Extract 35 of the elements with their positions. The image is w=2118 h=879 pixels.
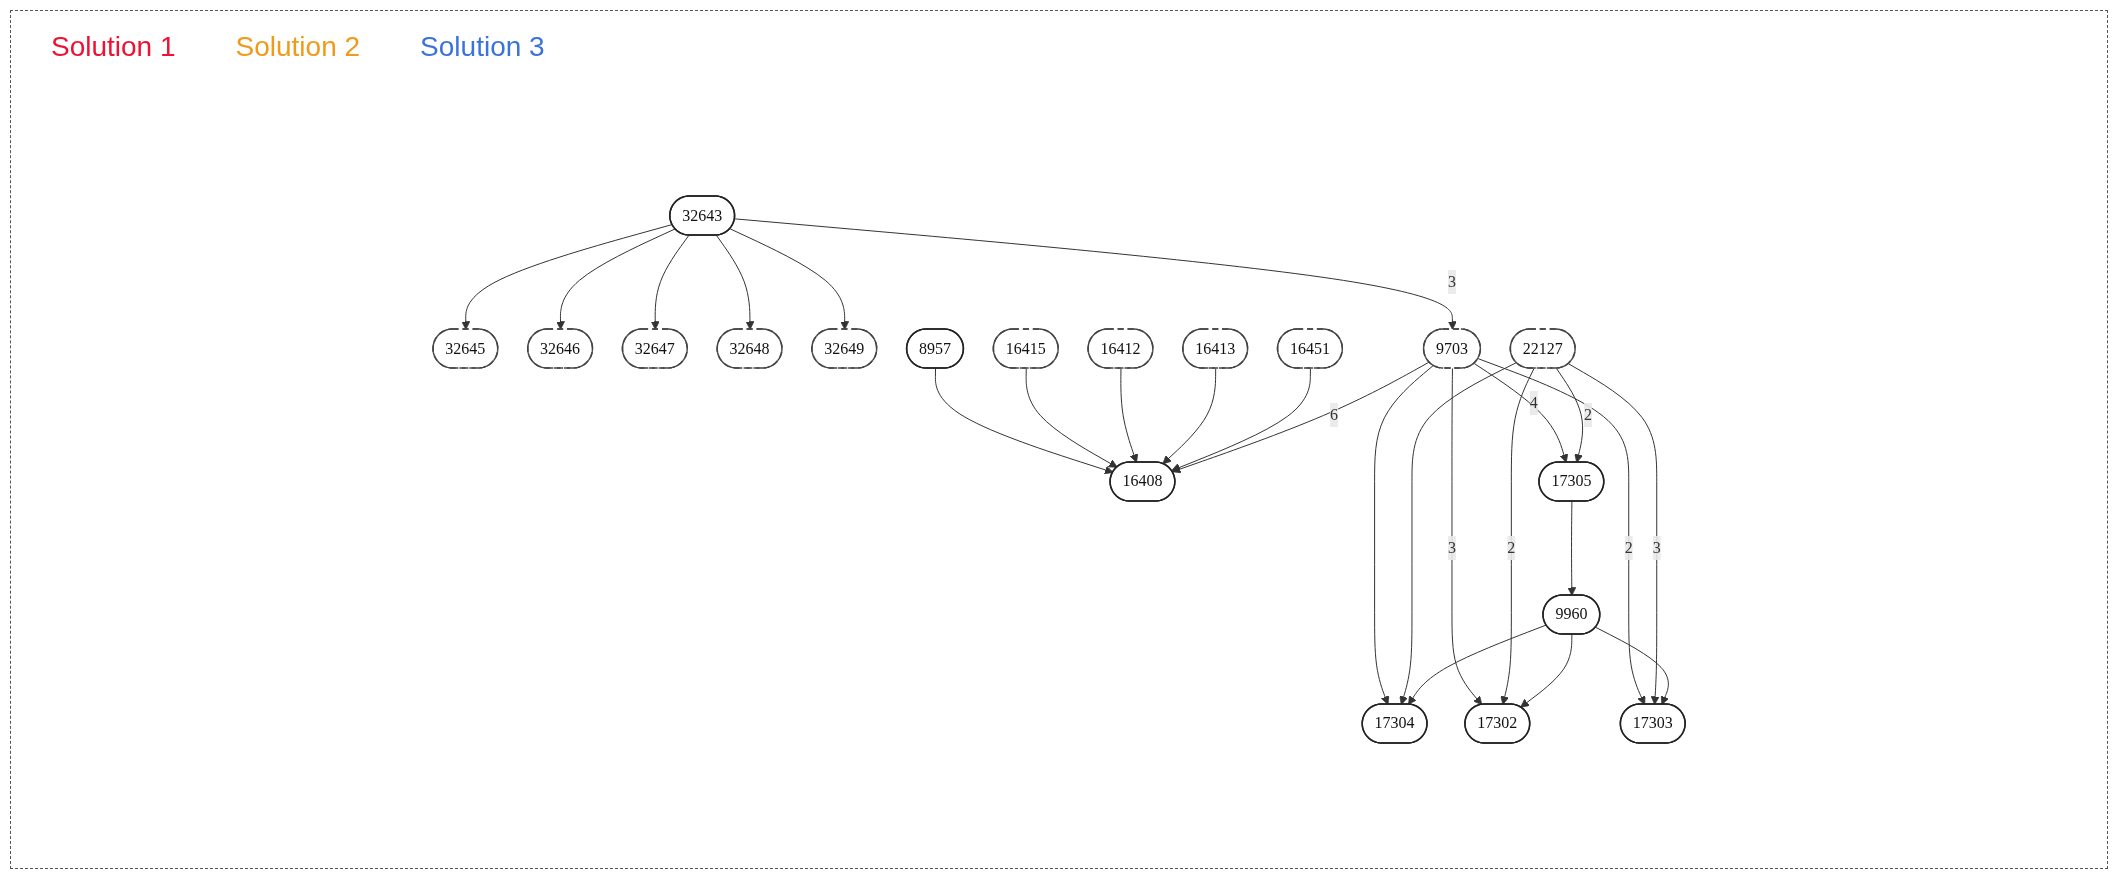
edge-label: 2 bbox=[1507, 539, 1516, 556]
arrow bbox=[1171, 368, 1311, 472]
arrow bbox=[1408, 624, 1547, 705]
arrow bbox=[1374, 365, 1434, 705]
solution-label: Solution 2 bbox=[235, 31, 361, 63]
arrow bbox=[1568, 363, 1660, 705]
arrow bbox=[461, 224, 673, 330]
arrow bbox=[729, 228, 850, 330]
arrow bbox=[1595, 626, 1669, 705]
arrow bbox=[1500, 368, 1535, 705]
arrow bbox=[1473, 363, 1569, 463]
arrow bbox=[934, 368, 1114, 475]
arrow bbox=[1555, 368, 1584, 463]
edge-label: 3 bbox=[1447, 273, 1456, 290]
solution-label: Solution 3 bbox=[420, 31, 545, 63]
arrow bbox=[1162, 368, 1217, 465]
arrow bbox=[650, 234, 690, 330]
arrow bbox=[734, 218, 1457, 330]
arrow bbox=[1520, 634, 1573, 708]
arrow bbox=[1171, 361, 1430, 474]
arrow bbox=[716, 234, 755, 330]
edge-label: 2 bbox=[1624, 539, 1633, 556]
arrow bbox=[1399, 362, 1517, 705]
arrow bbox=[1120, 368, 1139, 463]
edge-label: 6 bbox=[1329, 406, 1338, 423]
edge-label: 3 bbox=[1447, 539, 1456, 556]
edge-label: 4 bbox=[1529, 393, 1538, 411]
arrow bbox=[556, 228, 676, 330]
solution-label: Solution 1 bbox=[51, 31, 176, 63]
edge-label: 2 bbox=[1584, 406, 1592, 423]
arrow bbox=[1477, 358, 1646, 705]
arrow bbox=[1451, 368, 1483, 706]
edge-label: 3 bbox=[1652, 539, 1661, 556]
arrow bbox=[1567, 501, 1577, 596]
arrow bbox=[1025, 368, 1118, 468]
